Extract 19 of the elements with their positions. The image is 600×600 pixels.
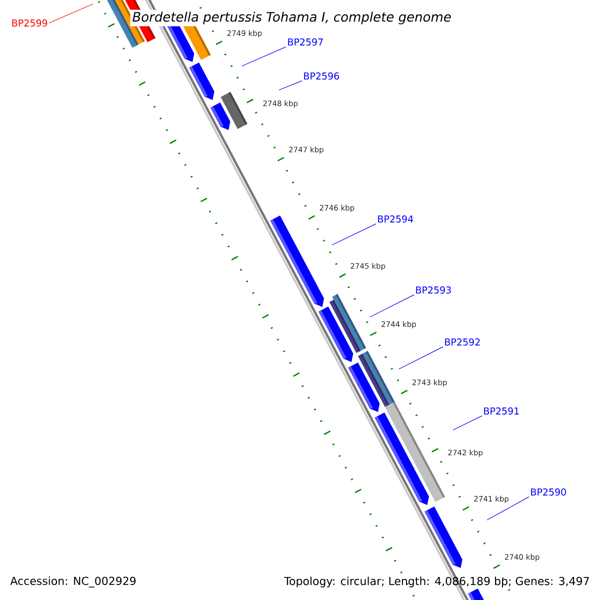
leader-line xyxy=(48,4,94,24)
gene-label: BP2599 xyxy=(12,19,48,27)
gene-label: BP2594 xyxy=(378,215,414,223)
leader-line xyxy=(486,496,530,520)
leader-line xyxy=(398,346,444,370)
genome-info-text: Topology: circular; Length: 4,086,189 bp; Genes: 3,497 xyxy=(284,576,589,588)
map-title: Bordetella pertussis Tohama I, complete genome xyxy=(130,10,454,26)
gene-label: BP2596 xyxy=(304,72,340,80)
leader-line xyxy=(332,224,376,246)
leader-line xyxy=(278,80,302,90)
accession-text: Accession: NC_002929 xyxy=(10,576,136,588)
gene-label: BP2593 xyxy=(416,286,451,294)
leader-line xyxy=(370,294,414,318)
gene-label: BP2592 xyxy=(445,338,480,346)
gene-label: BP2597 xyxy=(288,38,323,46)
leader-line xyxy=(242,46,286,66)
gene-label: BP2590 xyxy=(531,488,566,496)
gene-label: BP2591 xyxy=(484,407,519,415)
leader-line xyxy=(452,416,482,430)
